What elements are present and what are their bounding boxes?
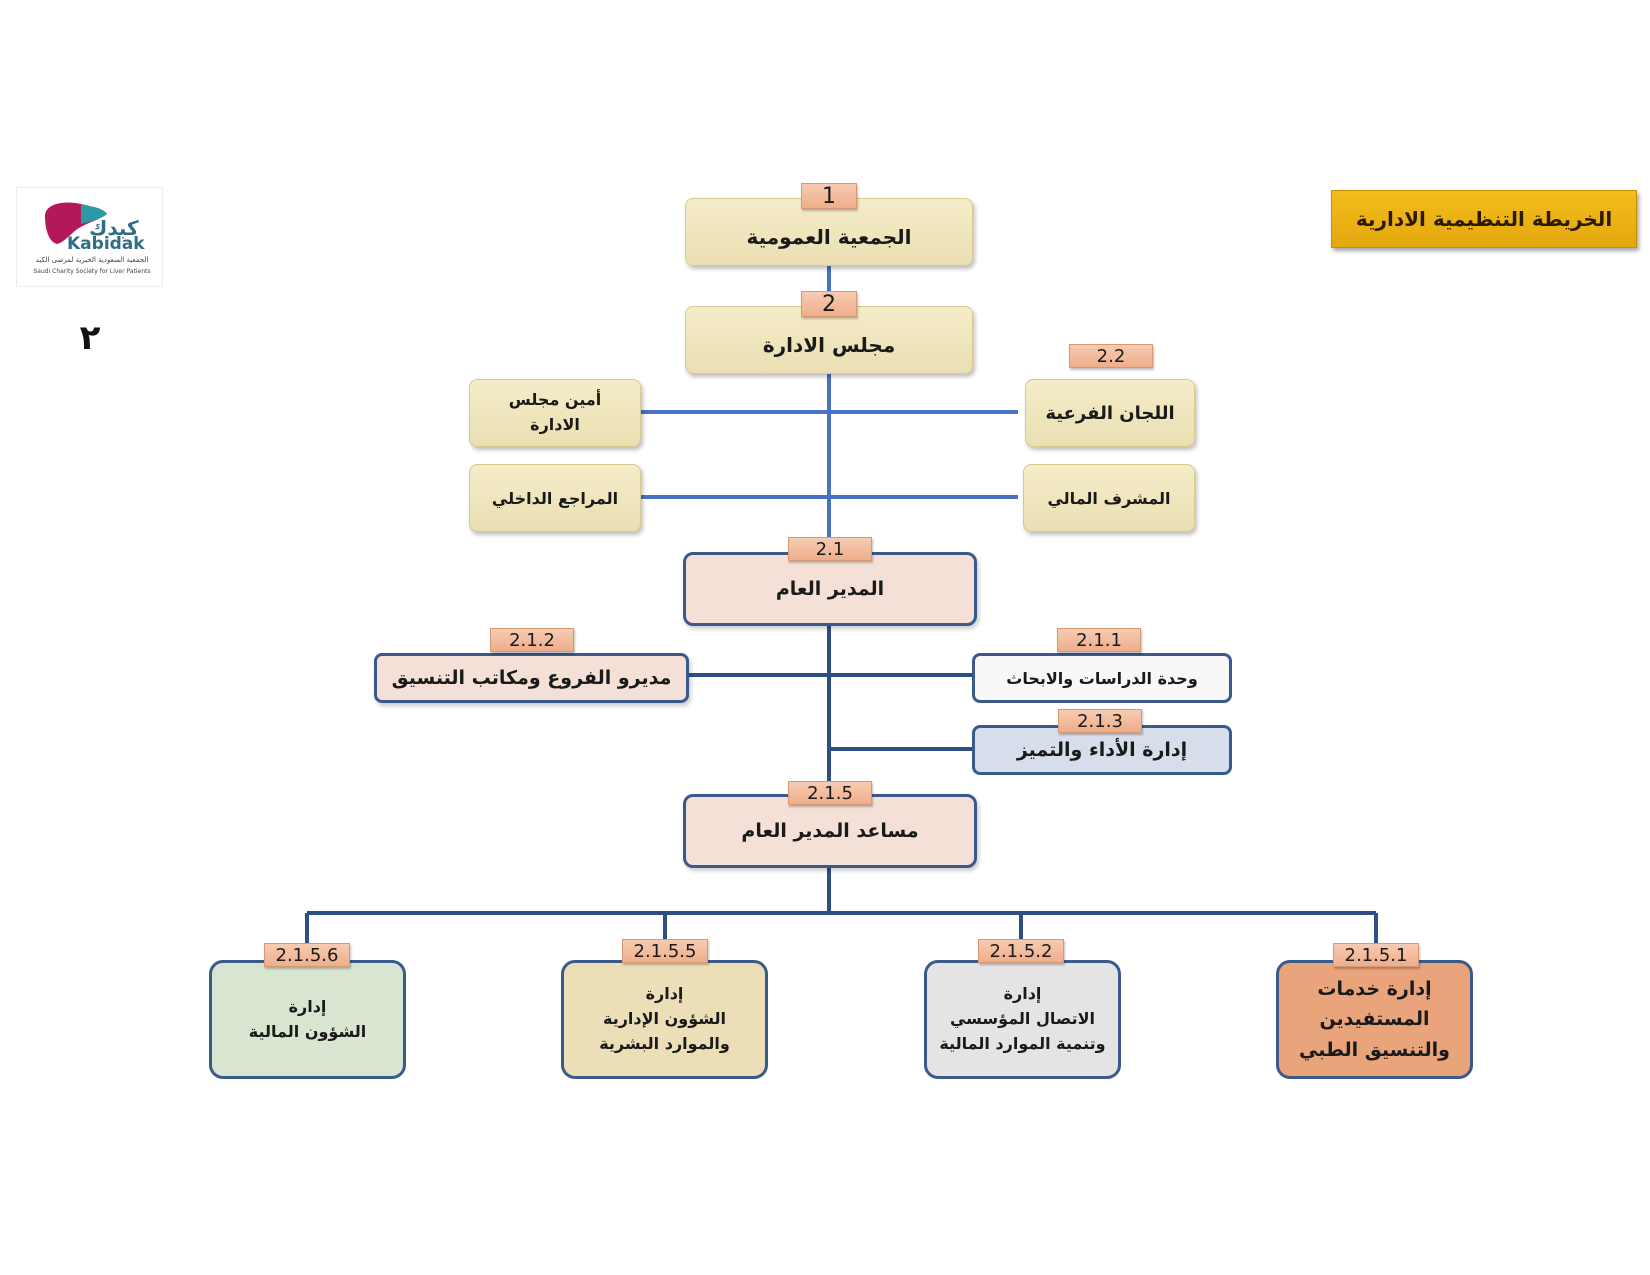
beneficiary-services-dept-box: إدارة خدمات المستفيدين والتنسيق الطبي [1276, 960, 1473, 1079]
studies-unit-badge: 2.1.1 [1057, 628, 1141, 652]
general-assembly-box: الجمعية العمومية [685, 198, 973, 266]
assistant-gm-box: مساعد المدير العام [683, 794, 977, 868]
admin-hr-dept-badge: 2.1.5.5 [622, 939, 708, 963]
financial-supervisor-box: المشرف المالي [1023, 464, 1195, 532]
performance-dept-box: إدارة الأداء والتميز [972, 725, 1232, 775]
subcommittees-label: اللجان الفرعية [1045, 402, 1175, 424]
chart-title: الخريطة التنظيمية الادارية [1331, 190, 1637, 248]
performance-dept-label: إدارة الأداء والتميز [1016, 739, 1188, 761]
liver-logo-icon [45, 202, 107, 244]
branch-managers-badge: 2.1.2 [490, 628, 574, 652]
general-manager-badge: 2.1 [788, 537, 872, 561]
assistant-gm-badge: 2.1.5 [788, 781, 872, 805]
studies-unit-label: وحدة الدراسات والابحاث [1006, 668, 1198, 688]
studies-unit-box: وحدة الدراسات والابحاث [972, 653, 1232, 703]
beneficiary-services-dept-badge: 2.1.5.1 [1333, 943, 1419, 967]
subcommittees-badge: 2.2 [1069, 344, 1153, 368]
communication-dept-box: إدارة الاتصال المؤسسي وتنمية الموارد الم… [924, 960, 1121, 1079]
general-assembly-badge: 1 [801, 183, 857, 209]
finance-dept-badge: 2.1.5.6 [264, 943, 350, 967]
logo-english-brand: Kabidak [67, 234, 145, 254]
board-secretary-label: أمين مجلس الادارة [508, 390, 602, 434]
finance-dept-label: إدارة الشؤون المالية [248, 996, 367, 1041]
general-manager-box: المدير العام [683, 552, 977, 626]
board-label: مجلس الادارة [762, 333, 896, 357]
logo-arabic-brand: كبدك [89, 216, 139, 240]
finance-dept-box: إدارة الشؤون المالية [209, 960, 406, 1079]
general-manager-label: المدير العام [775, 578, 885, 600]
branch-managers-box: مديرو الفروع ومكاتب التنسيق [374, 653, 689, 703]
internal-auditor-label: المراجع الداخلي [491, 488, 619, 508]
financial-supervisor-label: المشرف المالي [1047, 488, 1171, 508]
logo-english-subtitle: Saudi Charity Society for Liver Patients [33, 268, 151, 275]
internal-auditor-box: المراجع الداخلي [469, 464, 641, 532]
page-number: ٢ [79, 318, 101, 358]
admin-hr-dept-box: إدارة الشؤون الإدارية والموارد البشرية [561, 960, 768, 1079]
beneficiary-services-dept-label: إدارة خدمات المستفيدين والتنسيق الطبي [1299, 977, 1450, 1061]
subcommittees-box: اللجان الفرعية [1025, 379, 1195, 447]
communication-dept-badge: 2.1.5.2 [978, 939, 1064, 963]
assistant-gm-label: مساعد المدير العام [741, 820, 919, 842]
general-assembly-label: الجمعية العمومية [746, 225, 912, 249]
performance-dept-badge: 2.1.3 [1058, 709, 1142, 733]
branch-managers-label: مديرو الفروع ومكاتب التنسيق [391, 667, 672, 689]
communication-dept-label: إدارة الاتصال المؤسسي وتنمية الموارد الم… [939, 984, 1106, 1053]
kabidak-logo: كبدك Kabidak الجمعية السعودية الخيرية لم… [16, 187, 163, 287]
admin-hr-dept-label: إدارة الشؤون الإدارية والموارد البشرية [599, 984, 730, 1053]
board-badge: 2 [801, 291, 857, 317]
logo-arabic-subtitle: الجمعية السعودية الخيرية لمرضى الكبد [35, 256, 149, 264]
board-secretary-box: أمين مجلس الادارة [469, 379, 641, 447]
